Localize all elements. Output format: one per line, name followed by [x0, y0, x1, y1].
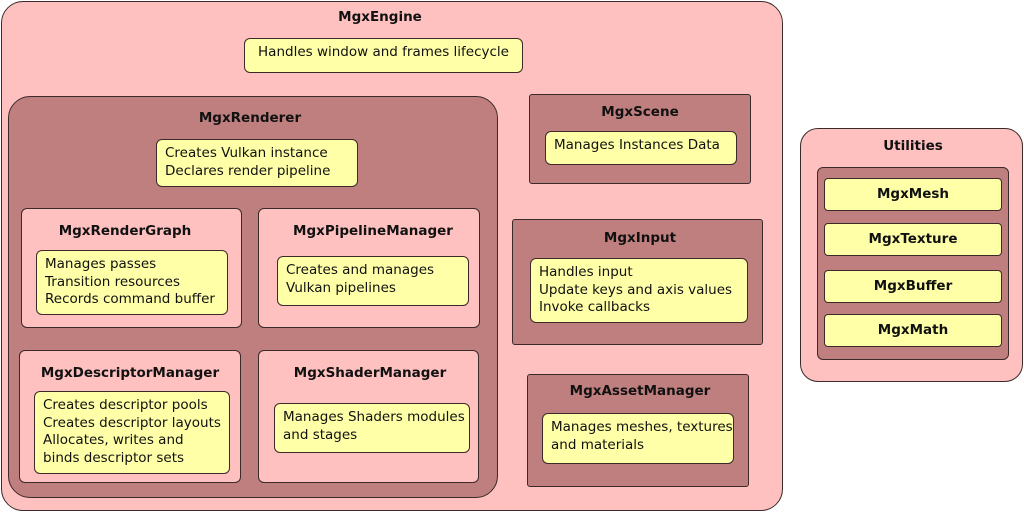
renderer-title: MgxRenderer — [198, 110, 302, 126]
scene-title: MgxScene — [601, 104, 679, 120]
renderer-description: Creates Vulkan instance Declares render … — [156, 139, 358, 187]
input-description: Handles input Update keys and axis value… — [530, 258, 748, 323]
asset-manager-description: Manages meshes, textures and materials — [542, 413, 734, 464]
render-graph-line: Records command buffer — [45, 291, 215, 307]
shader-manager-line: and stages — [283, 426, 358, 443]
asset-manager-title: MgxAssetManager — [569, 383, 711, 399]
render-graph-line: Transition resources — [45, 273, 180, 290]
shader-manager-title: MgxShaderManager — [293, 365, 447, 381]
descriptor-manager-line: Creates descriptor layouts — [43, 414, 221, 431]
utility-mesh: MgxMesh — [824, 178, 1002, 211]
utility-math: MgxMath — [824, 314, 1002, 347]
renderer-line: Creates Vulkan instance — [165, 145, 328, 161]
input-line: Update keys and axis values — [539, 281, 733, 298]
pipeline-manager-line: Creates and manages — [286, 262, 435, 278]
descriptor-manager-title: MgxDescriptorManager — [40, 365, 220, 381]
descriptor-manager-description: Creates descriptor pools Creates descrip… — [34, 391, 230, 474]
render-graph-line: Manages passes — [45, 256, 157, 272]
input-line: Handles input — [539, 264, 633, 280]
pipeline-manager-description: Creates and manages Vulkan pipelines — [277, 256, 469, 306]
utility-buffer: MgxBuffer — [824, 270, 1002, 303]
descriptor-manager-line: binds descriptor sets — [43, 449, 185, 466]
engine-description-text: Handles window and frames lifecycle — [258, 44, 509, 60]
engine-title: MgxEngine — [338, 9, 422, 25]
render-graph-description: Manages passes Transition resources Reco… — [36, 250, 228, 315]
engine-description: Handles window and frames lifecycle — [244, 38, 523, 73]
pipeline-manager-line: Vulkan pipelines — [286, 279, 396, 296]
input-line: Invoke callbacks — [539, 299, 651, 315]
asset-manager-line: Manages meshes, textures — [551, 419, 733, 435]
descriptor-manager-line: Allocates, writes and — [43, 432, 184, 448]
utilities-title: Utilities — [883, 138, 943, 154]
asset-manager-line: and materials — [551, 436, 645, 453]
scene-description-text: Manages Instances Data — [554, 137, 720, 153]
renderer-line: Declares render pipeline — [165, 162, 331, 179]
descriptor-manager-line: Creates descriptor pools — [43, 397, 208, 413]
shader-manager-description: Manages Shaders modules and stages — [274, 403, 470, 453]
utility-texture: MgxTexture — [824, 223, 1002, 256]
shader-manager-line: Manages Shaders modules — [283, 409, 465, 425]
scene-description: Manages Instances Data — [545, 131, 737, 165]
pipeline-manager-title: MgxPipelineManager — [293, 223, 453, 239]
render-graph-title: MgxRenderGraph — [58, 223, 192, 239]
input-title: MgxInput — [603, 230, 677, 246]
